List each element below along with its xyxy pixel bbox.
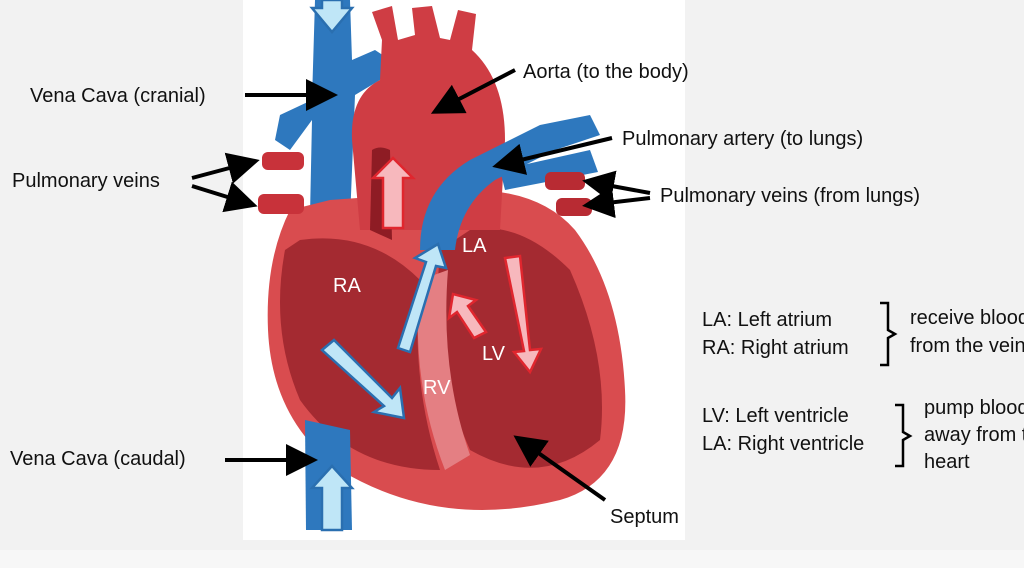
flow-arrows xyxy=(309,0,544,532)
pulmonary-artery-vessel xyxy=(420,115,600,250)
legend-atria-description-2: from the veins xyxy=(910,335,1024,357)
legend-atria-description-1: receive blood xyxy=(910,307,1024,329)
label-pulmonary-artery: Pulmonary artery (to lungs) xyxy=(622,128,864,150)
aorta-vessel xyxy=(351,6,505,240)
label-chamber-la: LA xyxy=(462,235,487,257)
bottom-strip xyxy=(0,550,1024,568)
label-pulmonary-veins-right: Pulmonary veins (from lungs) xyxy=(660,185,921,207)
label-aorta: Aorta (to the body) xyxy=(523,61,689,83)
callout-arrow-pulmonary-veins-lower xyxy=(191,181,258,213)
label-vena-cava-caudal: Vena Cava (caudal) xyxy=(10,448,186,470)
callout-arrow-septum xyxy=(513,435,607,502)
callout-arrow-aorta xyxy=(430,68,516,114)
legend-atria-line-2: RA: Right atrium xyxy=(702,337,849,359)
legend-ventricles-description-2: away from the xyxy=(924,424,1024,446)
label-chamber-ra: RA xyxy=(333,275,361,297)
bracket-ventricles xyxy=(895,403,913,468)
legend-ventricles-description-3: heart xyxy=(924,451,970,473)
callout-arrow-pulmonary-veins-upper xyxy=(191,152,260,184)
legend-brackets xyxy=(880,301,913,468)
legend-atria-line-1: LA: Left atrium xyxy=(702,309,833,331)
label-chamber-rv: RV xyxy=(423,377,451,399)
label-septum: Septum xyxy=(610,506,679,528)
label-vena-cava-cranial: Vena Cava (cranial) xyxy=(30,85,206,107)
callout-arrows xyxy=(191,68,651,502)
callout-arrow-pulmonary-veins-right-lower xyxy=(582,186,651,219)
legend-ventricles-line-1: LV: Left ventricle xyxy=(702,405,849,427)
callout-arrow-pulmonary-veins-right-upper xyxy=(582,170,651,203)
legend-ventricles-line-2: LA: Right ventricle xyxy=(702,433,865,455)
callout-arrow-pulmonary-artery xyxy=(492,136,613,175)
bracket-atria xyxy=(880,301,898,367)
label-pulmonary-veins-left: Pulmonary veins xyxy=(12,170,160,192)
legend-ventricles-description-1: pump blood xyxy=(924,397,1024,419)
label-chamber-lv: LV xyxy=(482,343,505,365)
